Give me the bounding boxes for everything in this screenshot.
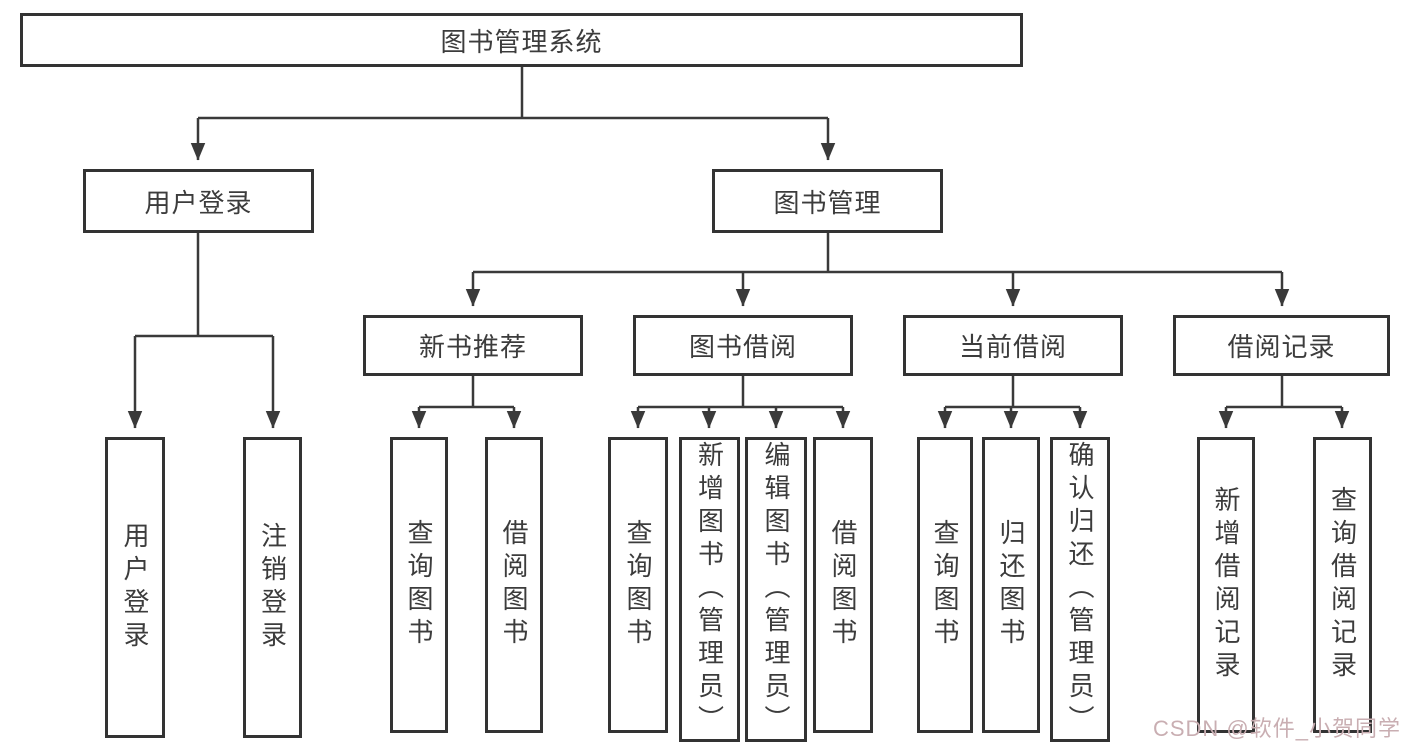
leaf-query-borrow-record: 查询借阅记录: [1313, 437, 1372, 733]
node-root-label: 图书管理系统: [440, 26, 603, 57]
leaf-edit-book-admin: 编辑图书（管理员）: [745, 437, 807, 742]
leaf-query-books-borrow: 查询图书: [608, 437, 668, 733]
node-book-management-label: 图书管理: [773, 187, 882, 218]
node-book-management: 图书管理: [712, 169, 943, 233]
node-user-login-label: 用户登录: [144, 187, 253, 218]
leaf-query-books-borrow-label: 查询图书: [623, 519, 653, 651]
leaf-add-borrow-record: 新增借阅记录: [1197, 437, 1255, 733]
node-borrow-records: 借阅记录: [1173, 315, 1390, 376]
leaf-logout: 注销登录: [243, 437, 302, 738]
leaf-logout-label: 注销登录: [257, 521, 288, 654]
leaf-query-books-recommend-label: 查询图书: [404, 519, 434, 651]
node-book-borrow: 图书借阅: [633, 315, 853, 376]
csdn-watermark: CSDN @软件_小贺同学: [1152, 716, 1401, 741]
leaf-add-book-admin-label: 新增图书（管理员）: [694, 441, 725, 738]
node-new-book-recommend: 新书推荐: [363, 315, 583, 376]
node-root-system: 图书管理系统: [20, 13, 1023, 67]
leaf-add-borrow-record-label: 新增借阅记录: [1211, 486, 1241, 684]
leaf-query-books-recommend: 查询图书: [390, 437, 448, 733]
leaf-return-book-label: 归还图书: [996, 519, 1026, 651]
leaf-user-login-label: 用户登录: [120, 521, 150, 654]
leaf-query-borrow-record-label: 查询借阅记录: [1327, 486, 1358, 684]
leaf-borrow-books: 借阅图书: [813, 437, 873, 733]
leaf-borrow-books-recommend: 借阅图书: [485, 437, 543, 733]
leaf-user-login: 用户登录: [105, 437, 165, 738]
leaf-add-book-admin: 新增图书（管理员）: [679, 437, 740, 742]
node-current-borrow-label: 当前借阅: [958, 332, 1067, 362]
leaf-borrow-books-label: 借阅图书: [828, 519, 858, 651]
leaf-borrow-books-recommend-label: 借阅图书: [499, 519, 529, 651]
leaf-query-books-current: 查询图书: [917, 437, 973, 733]
node-book-borrow-label: 图书借阅: [688, 332, 797, 362]
node-user-login: 用户登录: [83, 169, 314, 233]
leaf-confirm-return-admin-label: 确认归还（管理员）: [1065, 441, 1095, 738]
node-new-book-recommend-label: 新书推荐: [418, 332, 527, 362]
leaf-edit-book-admin-label: 编辑图书（管理员）: [761, 441, 791, 738]
leaf-confirm-return-admin: 确认归还（管理员）: [1050, 437, 1110, 742]
leaf-return-book: 归还图书: [982, 437, 1040, 733]
node-current-borrow: 当前借阅: [903, 315, 1123, 376]
leaf-query-books-current-label: 查询图书: [930, 519, 960, 651]
node-borrow-records-label: 借阅记录: [1227, 332, 1336, 362]
